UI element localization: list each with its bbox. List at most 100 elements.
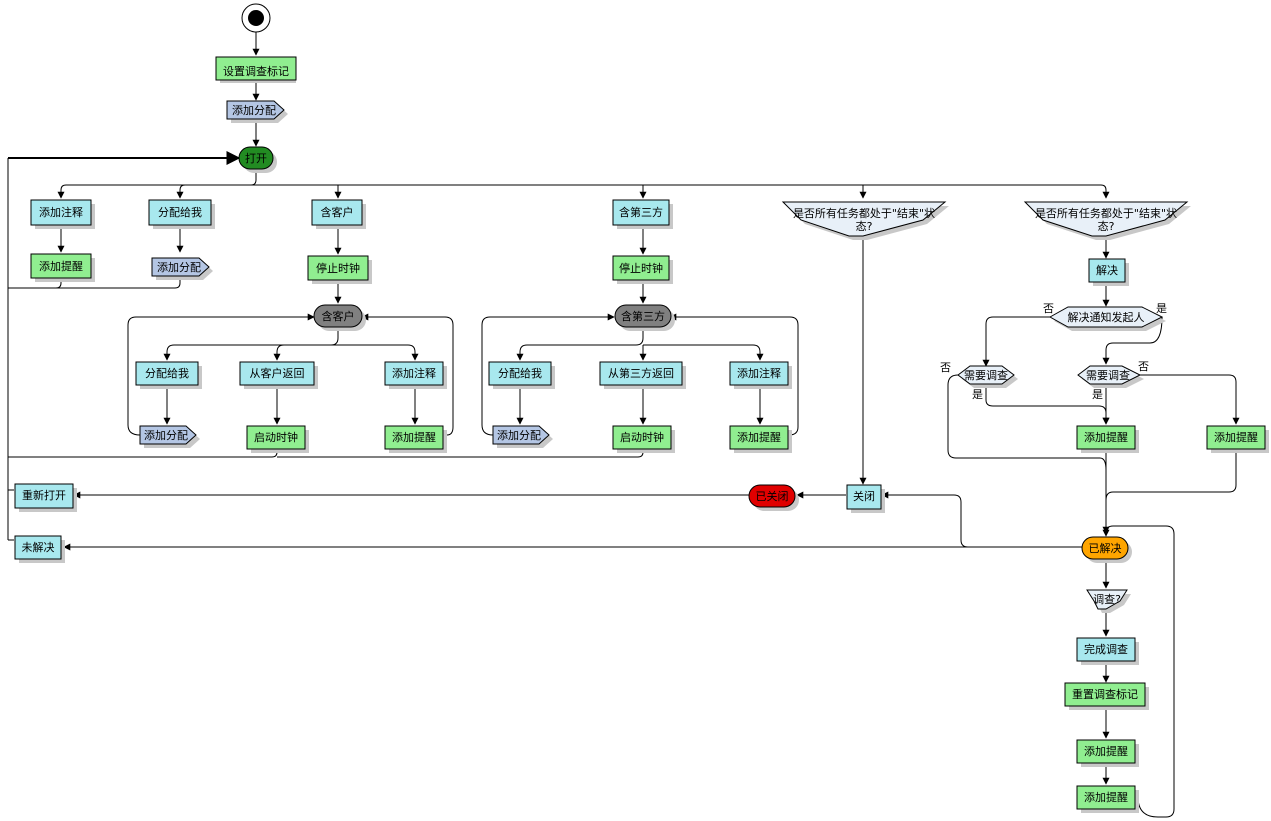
action-add-reminder-a[interactable]: 添加提醒: [30, 253, 95, 282]
left-yes-label: 是: [972, 388, 983, 401]
notify-yes-label: 是: [1156, 302, 1167, 315]
action-stop-timer-c[interactable]: 停止时钟: [307, 255, 372, 284]
action-add-reminder-r2[interactable]: 添加提醒: [1206, 425, 1269, 453]
action-return-third[interactable]: 从第三方返回: [599, 361, 686, 389]
action-reset-flag[interactable]: 重置调查标记: [1064, 682, 1149, 710]
add-comment-t-label: 添加注释: [737, 366, 781, 380]
state-third-merge[interactable]: 含第三方: [614, 304, 675, 331]
need-investigate-right-label: 需要调查: [1086, 368, 1130, 382]
edge-reminder-r2-down: [1105, 450, 1237, 501]
stop-timer-c-label: 停止时钟: [316, 261, 360, 275]
decision-need-investigate-left[interactable]: 需要调查: [957, 365, 1018, 388]
action-start-timer-c[interactable]: 启动时钟: [246, 425, 309, 453]
assign-me-a-label: 分配给我: [158, 206, 202, 219]
add-assign-t-label: 添加分配: [497, 428, 541, 442]
add-assign-top-label: 添加分配: [232, 103, 276, 117]
edge-right-need-no: [1140, 374, 1240, 425]
all-done-1-line1: 是否所有任务都处于"结束"状: [793, 206, 935, 220]
action-unresolved[interactable]: 未解决: [14, 535, 65, 563]
edge-left-need-yes: [985, 388, 1110, 425]
edge-start-t-back: [277, 448, 644, 458]
finish-investigate-label: 完成调查: [1084, 642, 1128, 656]
start-timer-t-label: 启动时钟: [620, 430, 664, 444]
action-add-reminder-c[interactable]: 添加提醒: [384, 425, 447, 453]
action-finish-investigate[interactable]: 完成调查: [1076, 637, 1139, 665]
return-customer-label: 从客户返回: [250, 366, 305, 380]
action-reopen[interactable]: 重新打开: [14, 483, 77, 512]
all-done-2-line2: 态?: [1098, 220, 1115, 233]
add-assign-a-label: 添加分配: [157, 260, 201, 274]
edge-reminder-c-loop: [361, 313, 454, 436]
edge-merge-to-return-c: [273, 344, 338, 361]
customer-merge-label: 含客户: [322, 309, 355, 323]
edge-left-need-no: [947, 374, 1110, 537]
open-label: 打开: [245, 151, 267, 165]
return-third-label: 从第三方返回: [608, 366, 674, 380]
edge-assign-c-loop: [127, 313, 315, 436]
action-add-comment-t[interactable]: 添加注释: [729, 361, 792, 389]
resolved-label: 已解决: [1089, 541, 1122, 555]
event-add-assign-a[interactable]: 添加分配: [151, 257, 213, 280]
start-timer-c-label: 启动时钟: [254, 430, 298, 444]
decision-all-done-2[interactable]: 是否所有任务都处于"结束"状 态?: [1023, 201, 1191, 240]
edge-start-c-back: [8, 448, 278, 458]
decision-notify[interactable]: 解决通知发起人: [1048, 306, 1166, 331]
event-add-assign-t[interactable]: 添加分配: [492, 425, 553, 448]
add-reminder-r2-label: 添加提醒: [1214, 430, 1258, 444]
action-start-timer-t[interactable]: 启动时钟: [612, 425, 675, 453]
action-assign-me-t[interactable]: 分配给我: [488, 361, 555, 389]
stop-timer-t-label: 停止时钟: [619, 261, 663, 275]
action-add-reminder-t[interactable]: 添加提醒: [729, 425, 792, 453]
unresolved-label: 未解决: [22, 540, 55, 554]
edge-open-branches: [256, 184, 1110, 199]
action-add-comment-a[interactable]: 添加注释: [30, 199, 95, 229]
edge-notify-no: [982, 316, 1050, 367]
action-add-reminder-r1[interactable]: 添加提醒: [1076, 425, 1139, 453]
edge-open-to-comment: [57, 170, 257, 199]
action-stop-timer-t[interactable]: 停止时钟: [612, 255, 673, 284]
action-add-reminder-b1[interactable]: 添加提醒: [1076, 739, 1139, 767]
add-reminder-c-label: 添加提醒: [392, 430, 436, 444]
decision-all-done-1[interactable]: 是否所有任务都处于"结束"状 态?: [781, 201, 949, 240]
investigate-label: 调查?: [1093, 592, 1121, 606]
action-set-flag[interactable]: 设置调查标记: [215, 56, 297, 83]
edge-merge-to-assignme-t: [516, 328, 644, 361]
action-has-third[interactable]: 含第三方: [612, 199, 673, 229]
action-resolve[interactable]: 解决: [1088, 258, 1129, 286]
state-open[interactable]: 打开: [238, 146, 277, 173]
action-add-comment-c[interactable]: 添加注释: [384, 361, 447, 389]
resolve-label: 解决: [1096, 263, 1118, 277]
edge-bottom-loop: [1102, 525, 1175, 818]
action-has-customer[interactable]: 含客户: [311, 199, 366, 229]
action-close[interactable]: 关闭: [846, 484, 885, 513]
add-reminder-r1-label: 添加提醒: [1084, 430, 1128, 444]
action-assign-me-c[interactable]: 分配给我: [135, 361, 202, 389]
edge-merge-to-comment-c: [338, 344, 419, 361]
add-reminder-t-label: 添加提醒: [737, 430, 781, 444]
action-add-reminder-b2[interactable]: 添加提醒: [1076, 785, 1139, 813]
notify-no-label: 否: [1043, 302, 1054, 315]
action-return-customer[interactable]: 从客户返回: [239, 361, 318, 389]
state-closed[interactable]: 已关闭: [748, 484, 799, 511]
decision-need-investigate-right[interactable]: 需要调查: [1077, 365, 1144, 388]
nodes: 设置调查标记 添加分配 打开 添加注释 添加提醒 分配给我: [14, 3, 1269, 813]
state-customer-merge[interactable]: 含客户: [313, 304, 366, 331]
edge-resolved-to-close: [881, 491, 1082, 548]
state-resolved[interactable]: 已解决: [1081, 536, 1132, 563]
add-reminder-b2-label: 添加提醒: [1084, 790, 1128, 804]
add-comment-a-label: 添加注释: [39, 205, 83, 219]
has-customer-label: 含客户: [321, 205, 354, 219]
action-assign-me-a[interactable]: 分配给我: [148, 199, 215, 229]
event-add-assign-c[interactable]: 添加分配: [139, 425, 200, 448]
assign-me-t-label: 分配给我: [498, 367, 542, 380]
event-add-assign-top[interactable]: 添加分配: [226, 100, 288, 123]
edge-assign-t-loop: [481, 313, 615, 436]
all-done-1-line2: 态?: [856, 220, 873, 233]
need-investigate-left-label: 需要调查: [964, 368, 1008, 382]
start-node: [241, 3, 271, 33]
closed-label: 已关闭: [756, 489, 789, 503]
left-no-label: 否: [940, 361, 951, 374]
decision-investigate[interactable]: 调查?: [1086, 589, 1131, 613]
